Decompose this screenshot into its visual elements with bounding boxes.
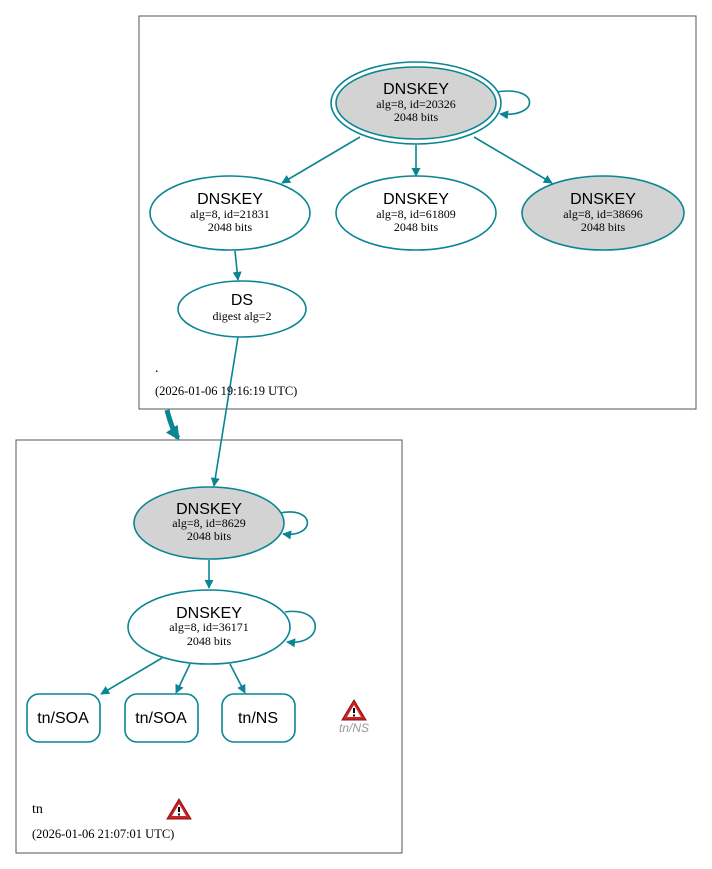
edge-zsk-soa1: [100, 657, 163, 695]
edge-zsk-ns: [229, 663, 246, 694]
root-zone-box: [138, 15, 697, 410]
node-root-ksk[interactable]: DNSKEY alg=8, id=20326 2048 bits: [330, 61, 502, 145]
warning-triangle-icon: [341, 699, 367, 721]
node-title: DNSKEY: [176, 605, 242, 622]
warning-triangle-icon[interactable]: [166, 798, 192, 820]
node-size: 2048 bits: [581, 220, 626, 234]
tn-zone-box: [15, 439, 403, 854]
edge-zsk1-ds: [232, 250, 242, 281]
node-detail: alg=8, id=21831: [190, 207, 270, 221]
node-root-zsk-38696[interactable]: DNSKEY alg=8, id=38696 2048 bits: [521, 175, 685, 251]
node-size: 2048 bits: [394, 220, 439, 234]
edge-root-ksk-self: [495, 90, 531, 120]
node-detail: alg=8, id=20326: [376, 97, 456, 111]
rrset-tn-ns[interactable]: tn/NS: [221, 693, 296, 743]
node-size: 2048 bits: [394, 110, 439, 124]
rrset-label: tn/SOA: [37, 710, 89, 727]
node-title: DNSKEY: [383, 81, 449, 98]
edge-root-ksk-zsk3: [473, 136, 553, 184]
warning-rrset-tn-ns[interactable]: tn/NS: [339, 699, 369, 735]
node-title: DS: [231, 292, 253, 309]
node-title: DNSKEY: [383, 191, 449, 208]
rrset-label: tn/SOA: [135, 710, 187, 727]
delegation-arrow: [164, 409, 181, 441]
node-ds[interactable]: DS digest alg=2: [177, 280, 307, 338]
node-detail: alg=8, id=8629: [172, 516, 246, 530]
node-detail: alg=8, id=38696: [563, 207, 643, 221]
rrset-tn-soa-2[interactable]: tn/SOA: [124, 693, 199, 743]
root-zone-label: .: [155, 361, 159, 376]
node-title: DNSKEY: [176, 501, 242, 518]
edges: [100, 90, 553, 695]
node-size: 2048 bits: [208, 220, 253, 234]
node-title: DNSKEY: [570, 191, 636, 208]
edge-zsk-soa2: [175, 663, 191, 694]
rrset-tn-soa-1[interactable]: tn/SOA: [26, 693, 101, 743]
node-tn-zsk[interactable]: DNSKEY alg=8, id=36171 2048 bits: [127, 589, 291, 665]
tn-zone-timestamp: (2026-01-06 21:07:01 UTC): [32, 827, 174, 841]
tn-zone-label: tn: [32, 802, 43, 817]
node-root-zsk-61809[interactable]: DNSKEY alg=8, id=61809 2048 bits: [335, 175, 497, 251]
warning-rrset-label: tn/NS: [339, 721, 369, 735]
edge-ds-tn-ksk: [210, 336, 239, 487]
node-title: DNSKEY: [197, 191, 263, 208]
node-detail: alg=8, id=61809: [376, 207, 456, 221]
node-detail: alg=8, id=36171: [169, 620, 249, 634]
node-detail: digest alg=2: [212, 309, 271, 323]
node-size: 2048 bits: [187, 529, 232, 543]
edge-tn-ksk-self: [279, 511, 309, 540]
root-zone-timestamp: (2026-01-06 19:16:19 UTC): [155, 384, 297, 398]
rrset-label: tn/NS: [238, 710, 278, 727]
node-tn-ksk[interactable]: DNSKEY alg=8, id=8629 2048 bits: [133, 486, 285, 560]
node-root-zsk-21831[interactable]: DNSKEY alg=8, id=21831 2048 bits: [149, 175, 311, 251]
node-size: 2048 bits: [187, 634, 232, 648]
edge-tn-zsk-self: [284, 610, 316, 648]
edge-root-ksk-zsk1: [281, 136, 361, 184]
